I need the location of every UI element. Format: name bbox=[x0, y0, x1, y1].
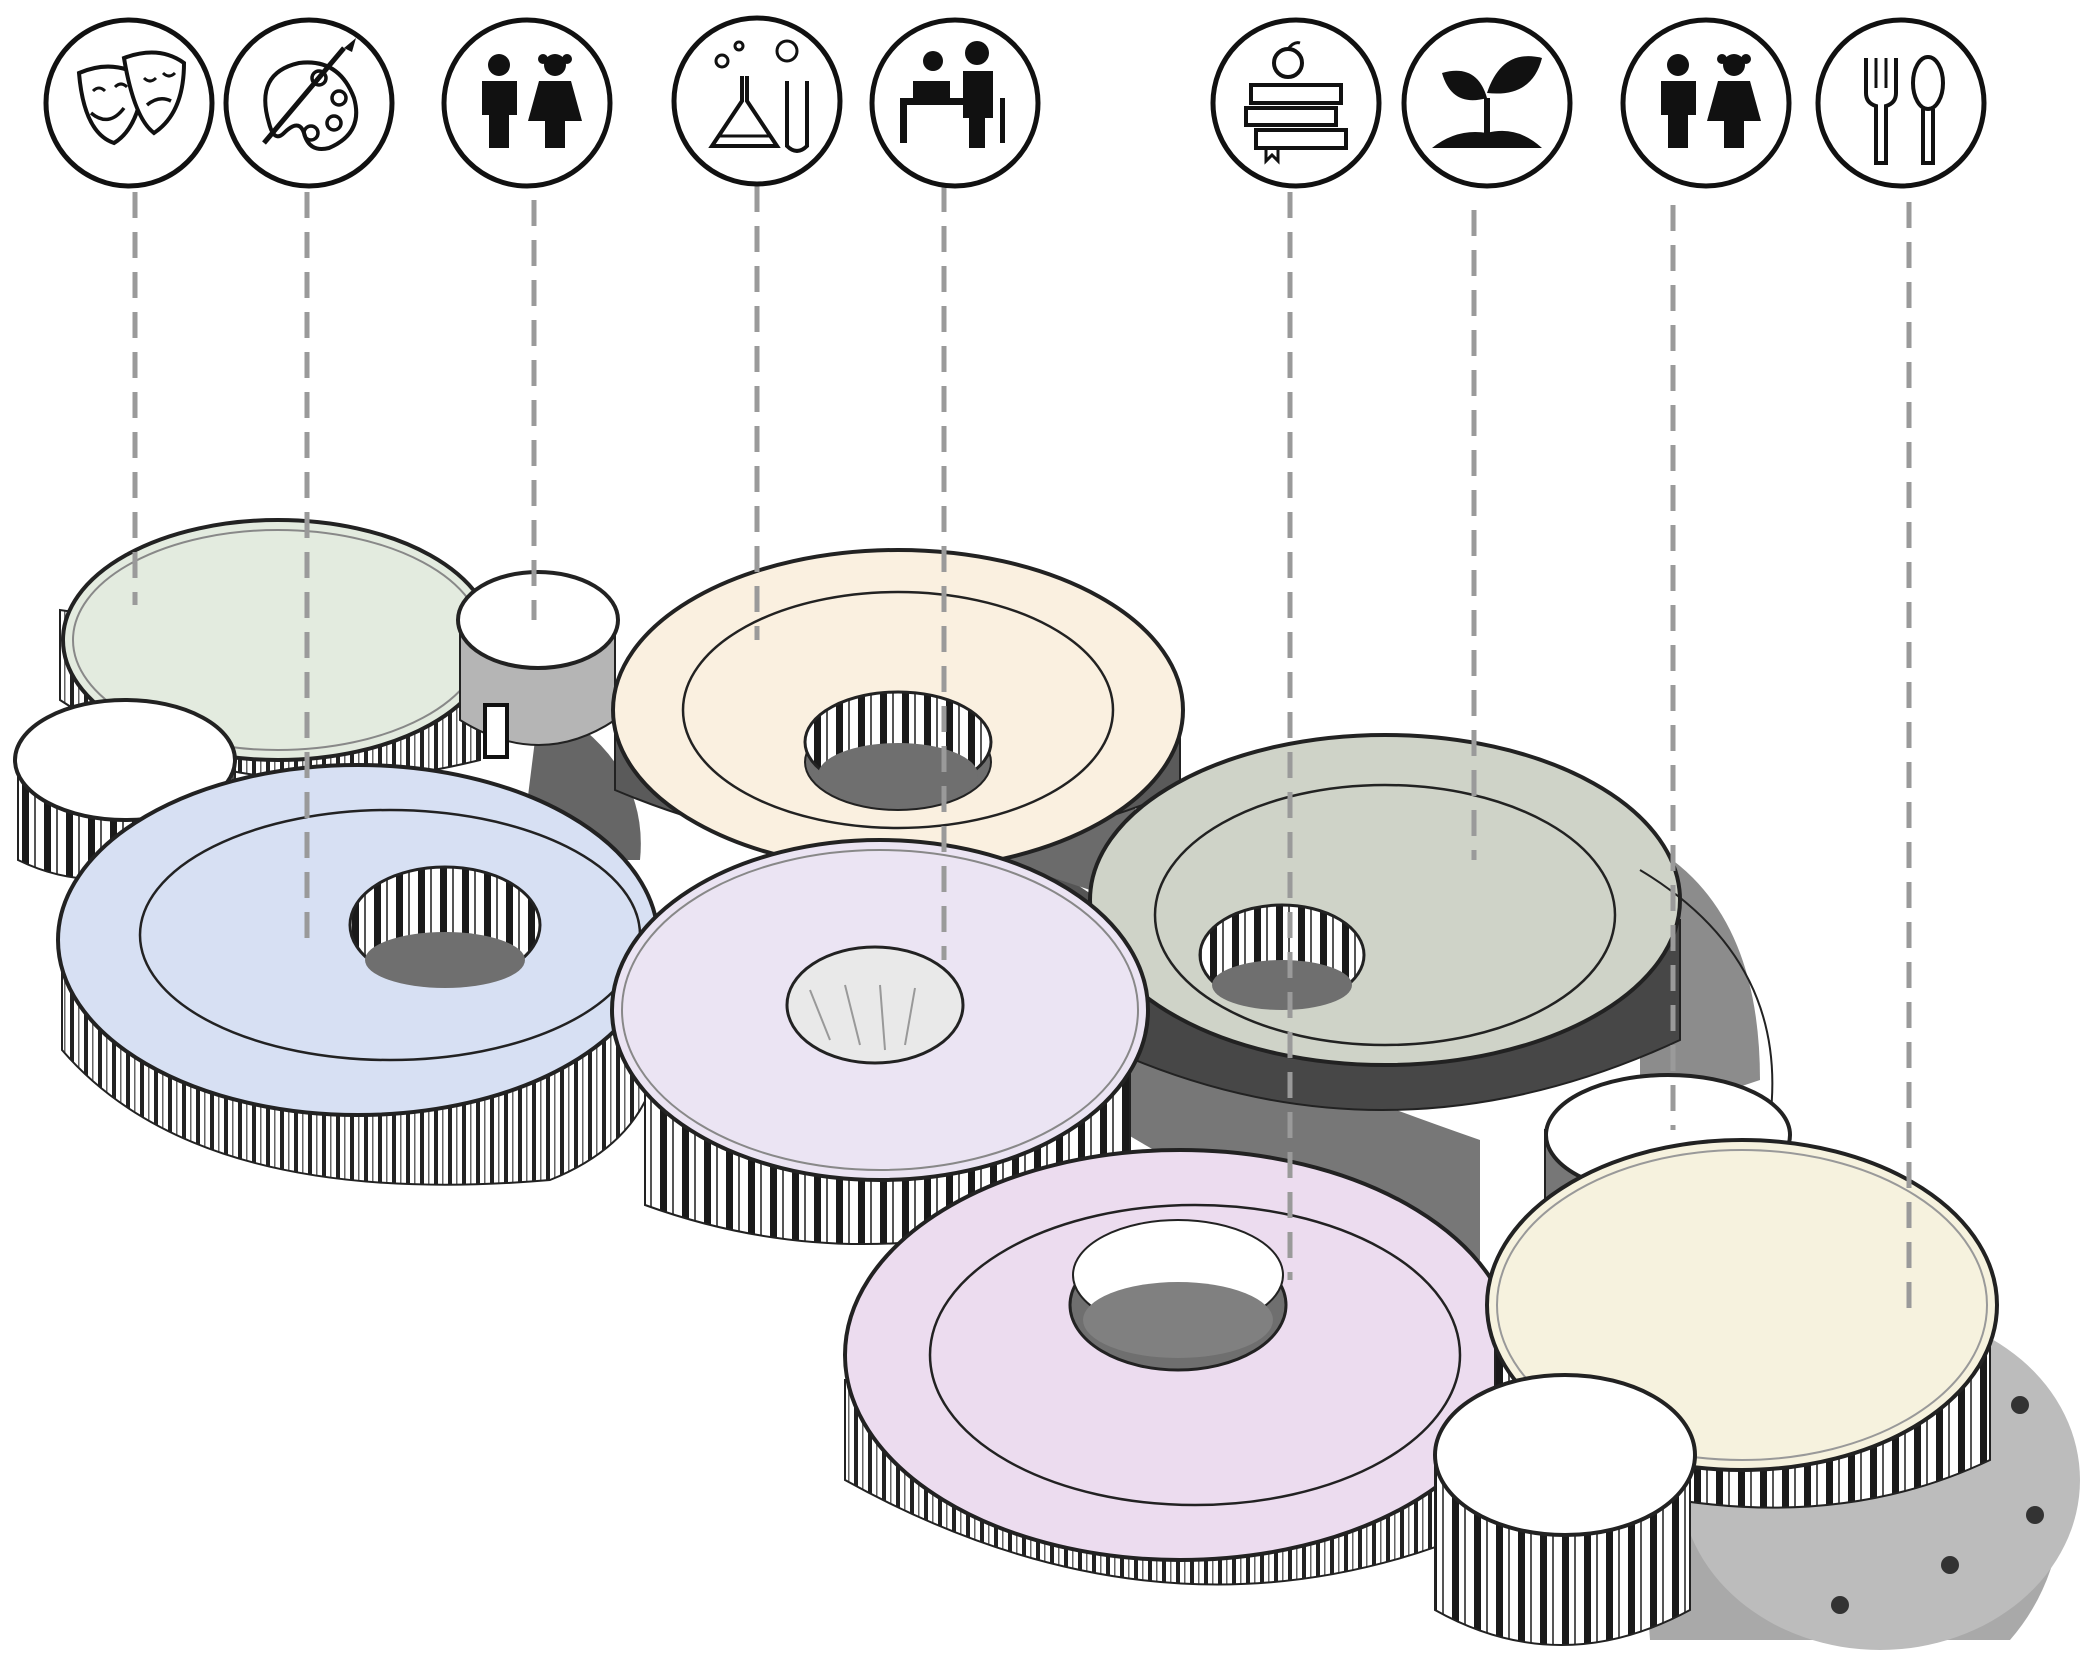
children-icon bbox=[1623, 20, 1789, 186]
art-volume bbox=[58, 765, 660, 1185]
plant-sprout-icon bbox=[1404, 20, 1570, 186]
art-palette-icon bbox=[226, 20, 392, 186]
small-cylinder-south bbox=[1435, 1375, 1695, 1645]
children-icon bbox=[444, 20, 610, 186]
books-apple-icon bbox=[1213, 20, 1379, 186]
teacher-desk-icon bbox=[872, 20, 1038, 186]
science-flask-icon bbox=[674, 18, 840, 184]
theater-masks-icon bbox=[46, 20, 212, 186]
science-volume bbox=[613, 550, 1183, 870]
small-cylinder-north bbox=[458, 572, 618, 757]
fork-spoon-icon bbox=[1818, 20, 1984, 186]
library-volume bbox=[845, 1150, 1515, 1585]
